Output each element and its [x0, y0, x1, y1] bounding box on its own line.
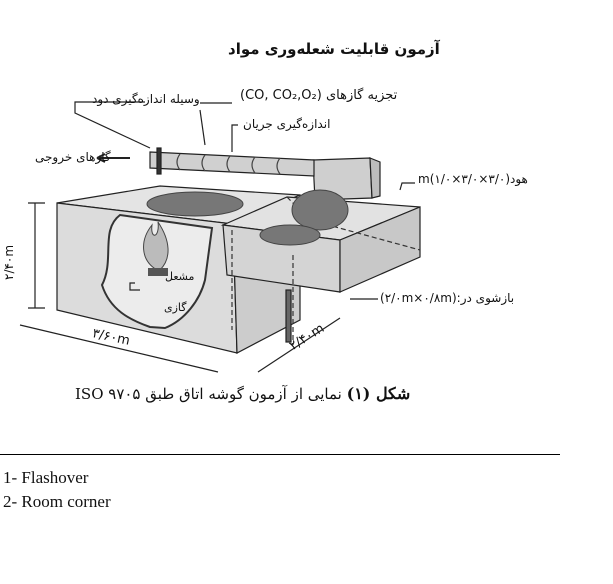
footnote-divider — [0, 454, 560, 455]
figure-caption: شکل (۱) نمایی از آزمون گوشه اتاق طبق ISO… — [75, 384, 410, 403]
footnote-2: 2- Room corner — [3, 492, 111, 511]
arrow-left-icon — [96, 153, 130, 163]
caption-text: نمایی از آزمون گوشه اتاق طبق ISO ۹۷۰۵ — [75, 385, 347, 403]
footnote-1: 1- Flashover — [3, 468, 89, 487]
label-exhaust-gases: گازهای خروجی — [35, 150, 111, 164]
exhaust-pipe — [149, 151, 315, 177]
label-height: ۲/۴۰m — [2, 244, 16, 280]
label-door: بازشوی در:(۲/۰m×۰/۸m) — [380, 291, 515, 305]
label-smoke-device: وسیله اندازه‌گیری دود — [92, 92, 200, 106]
flame-icon — [143, 221, 169, 271]
label-burner-gas: گازی — [164, 301, 187, 314]
label-hood: هود(۳/۰×۳/۰×۱/۰)m — [418, 172, 528, 186]
label-flow-measure: اندازه‌گیری جریان — [243, 117, 331, 131]
room-corner-test-diagram — [19, 101, 421, 373]
smoke-cloud — [146, 191, 244, 217]
smoke-cloud — [291, 189, 349, 231]
caption-label: شکل (۱) — [346, 384, 411, 403]
smoke-meter-flange — [156, 147, 162, 175]
label-burner: مشعل — [165, 270, 195, 283]
burner — [148, 268, 168, 276]
figure-title: آزمون قابلیت شعله‌وری مواد — [228, 40, 440, 58]
label-gas-analysis: تجزیه گازهای (CO, CO₂,O₂) — [240, 88, 398, 103]
